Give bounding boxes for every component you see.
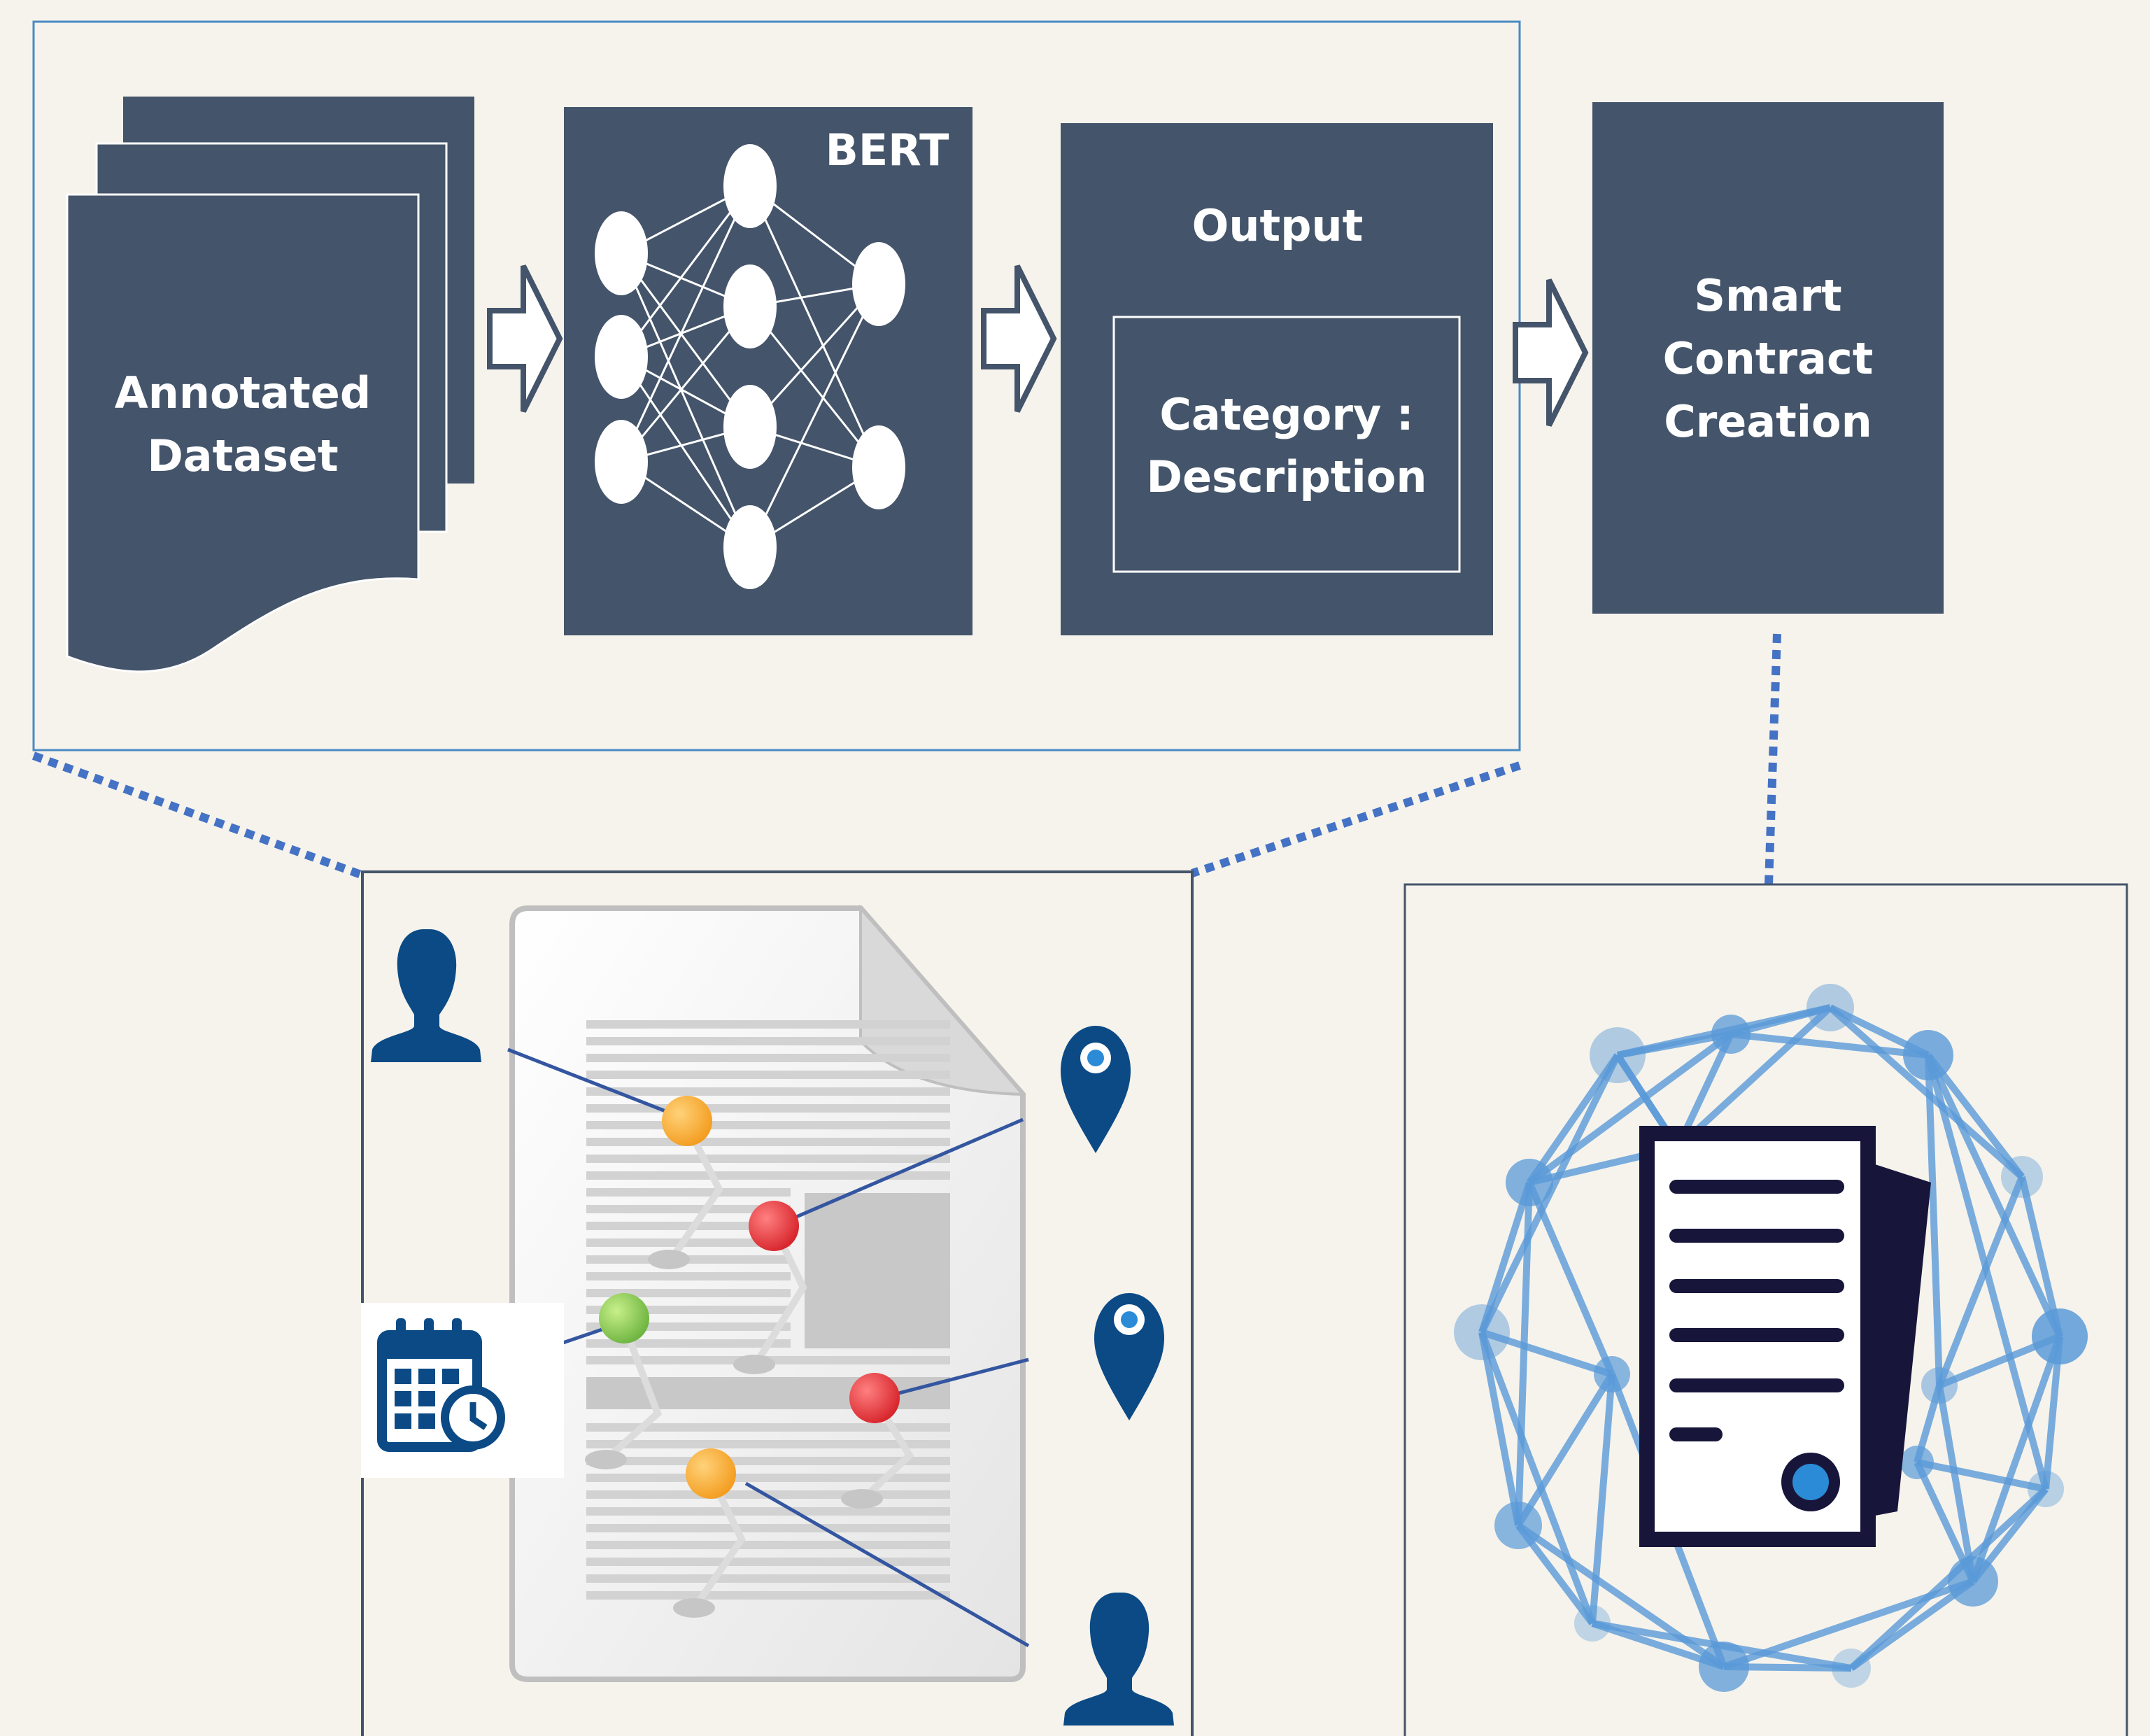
- neuron-node: [852, 425, 905, 509]
- network-node: [1454, 1304, 1510, 1360]
- person-icon: [371, 929, 481, 1062]
- pin-icon: [686, 1448, 736, 1499]
- output-description-label: Description: [1146, 451, 1427, 502]
- neuron-node: [595, 211, 648, 295]
- network-node: [2028, 1471, 2064, 1507]
- right-arrow-icon: [981, 264, 1057, 413]
- dataset-label-line2: Dataset: [147, 430, 338, 481]
- location-pin-icon: [1094, 1293, 1164, 1420]
- pipeline-frame: [32, 20, 1521, 751]
- network-node: [1900, 1446, 1934, 1479]
- blockchain-network-icon: [1454, 984, 2088, 1692]
- pin-icon: [849, 1373, 900, 1423]
- dataset-label-line1: Annotated: [115, 367, 371, 418]
- neuron-node: [852, 242, 905, 326]
- contract-label-line2: Contract: [1663, 333, 1874, 384]
- bert-model-box: BERT: [564, 107, 973, 635]
- neuron-node: [723, 264, 777, 348]
- neuron-node: [595, 315, 648, 399]
- neuron-node: [723, 385, 777, 469]
- annotation-panel: [361, 870, 1194, 1736]
- pin-icon: [662, 1096, 712, 1146]
- location-pin-icon: [1061, 1026, 1131, 1153]
- annotated-document-icon: [509, 904, 1026, 1682]
- neural-network-icon: [595, 144, 905, 589]
- neuron-node: [595, 420, 648, 504]
- contract-label-line3: Creation: [1664, 396, 1872, 447]
- contract-label-line1: Smart: [1694, 270, 1841, 321]
- output-category-label: Category :: [1159, 389, 1413, 440]
- network-node: [1948, 1556, 1998, 1607]
- output-title: Output: [1192, 200, 1364, 251]
- person-icon: [1063, 1593, 1174, 1726]
- network-node: [1494, 1502, 1542, 1549]
- pin-icon: [749, 1201, 799, 1251]
- network-node: [1806, 984, 1854, 1031]
- certificate-document-icon: [1639, 1126, 1931, 1547]
- network-node: [1903, 1030, 1953, 1080]
- annotated-dataset-box: Annotated Dataset: [66, 97, 474, 673]
- dotted-connectors: [31, 633, 1781, 885]
- network-node: [1921, 1367, 1958, 1404]
- right-arrow-icon: [487, 264, 563, 413]
- network-node: [2032, 1308, 2088, 1364]
- network-node: [1506, 1159, 1553, 1206]
- output-inner-box: [1112, 316, 1461, 573]
- blockchain-panel: [1403, 883, 2128, 1736]
- network-node: [2001, 1156, 2043, 1198]
- right-arrow-icon: [1513, 278, 1589, 427]
- annotation-pins: [585, 1096, 914, 1618]
- neuron-node: [723, 505, 777, 589]
- network-node: [1594, 1356, 1630, 1392]
- document-stack-icon: [66, 97, 474, 673]
- network-node: [1832, 1649, 1871, 1688]
- pin-icon: [599, 1293, 649, 1343]
- calendar-clock-icon: [361, 1303, 564, 1478]
- smart-contract-box: Smart Contract Creation: [1592, 102, 1944, 614]
- bert-label: BERT: [826, 125, 949, 176]
- network-node: [1574, 1605, 1611, 1642]
- network-node: [1699, 1642, 1749, 1692]
- network-node: [1590, 1027, 1646, 1083]
- neuron-node: [723, 144, 777, 228]
- network-node: [1711, 1015, 1751, 1054]
- output-box: Output Category : Description: [1061, 123, 1493, 635]
